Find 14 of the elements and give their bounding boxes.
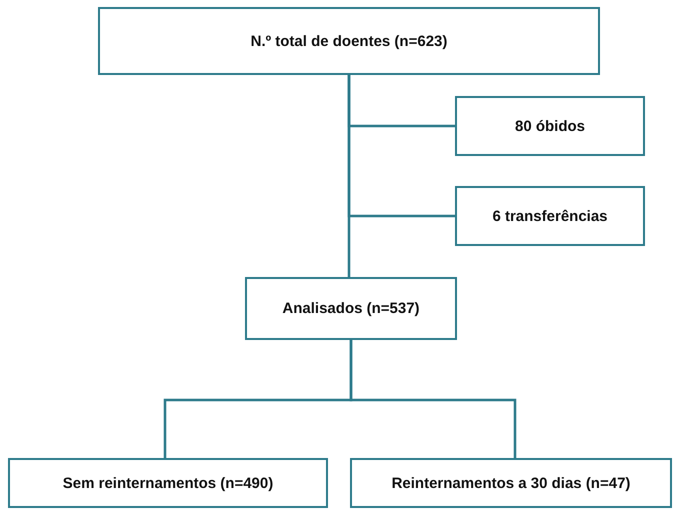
process-box xyxy=(455,96,645,156)
process-box xyxy=(8,458,328,508)
process-box xyxy=(98,7,600,75)
process-box xyxy=(350,458,672,508)
box-label: Sem reinternamentos (n=490) xyxy=(62,474,274,492)
box-label: N.º total de doentes (n=623) xyxy=(250,32,448,50)
box-label: 6 transferências xyxy=(492,208,608,224)
connector-line xyxy=(350,340,516,458)
connector-line xyxy=(348,75,350,277)
process-box xyxy=(245,277,457,340)
box-label: Analisados (n=537) xyxy=(282,300,420,317)
process-box xyxy=(455,186,645,246)
box-label: 80 óbidos xyxy=(514,118,585,134)
box-label: Reinternamentos a 30 dias (n=47) xyxy=(392,474,630,492)
